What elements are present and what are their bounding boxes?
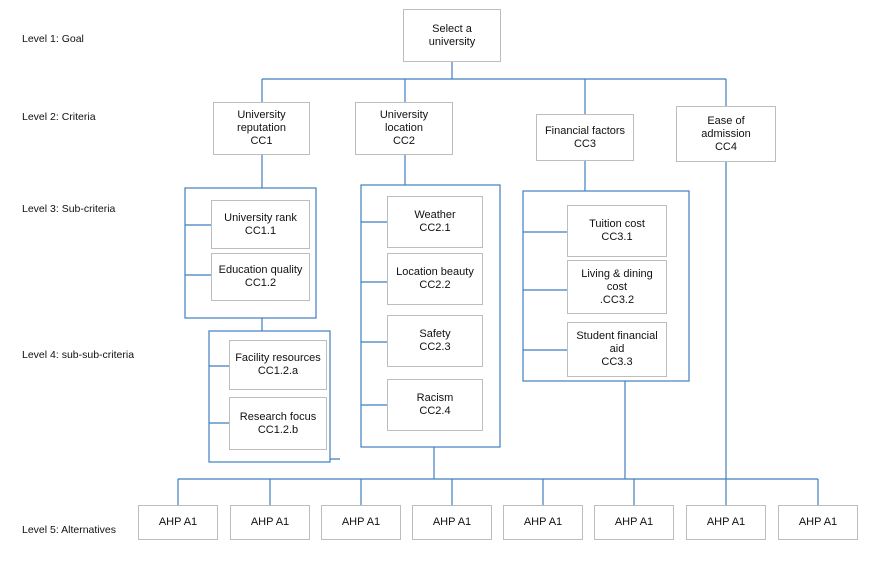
alternative-label: AHP A1 [341,516,381,528]
node-code: CC1.2.b [257,423,299,436]
alternative-node: AHP A1 [686,505,766,540]
level-3-label: Level 3: Sub-criteria [22,203,116,215]
node-code: CC3.3 [601,356,633,368]
cc12-group-frame [208,330,331,463]
level-4-label: Level 4: sub-sub-criteria [22,349,135,361]
cc1-group-frame [184,187,317,319]
node-code: CC2.2 [419,279,451,291]
alternative-label: AHP A1 [614,516,654,528]
alternative-label: AHP A1 [432,516,472,528]
subcriterion-node-cc2-4: Racism CC2.4 [387,379,483,431]
criterion-line-2: admission [701,127,751,140]
subcriterion-node-cc3-1: Tuition cost CC3.1 [567,205,667,257]
node-code: CC2.3 [419,341,451,353]
alternative-label: AHP A1 [798,516,838,528]
cc1-sub-connector [185,224,211,276]
subcriterion-node-cc1-1: University rank CC1.1 [211,200,310,249]
goal-connector [261,61,727,114]
criterion-line-1: University [237,109,286,121]
goal-line-1: Select a [432,22,472,35]
criterion-code: CC4 [714,140,737,153]
node-label: Facility resources [235,352,321,364]
criterion-line-2: reputation [237,122,286,134]
level-2-label: Level 2: Criteria [22,111,96,123]
alternative-label: AHP A1 [523,516,563,528]
level-5-label: Level 5: Alternatives [22,524,116,536]
node-label: Racism [416,392,454,404]
subsubcriterion-node-cc1-2-a: Facility resources CC1.2.a [229,340,327,390]
alternative-label: AHP A1 [158,516,198,528]
alternative-label: AHP A1 [706,516,746,528]
node-code: CC1.2.a [257,365,299,377]
criterion-node-cc2: University location CC2 [355,102,453,155]
node-code: .CC3.2 [599,293,635,306]
node-label: Research focus [239,410,317,423]
node-label: Weather [414,209,456,221]
criterion-code: CC2 [392,135,415,147]
alternative-node: AHP A1 [778,505,858,540]
criterion-node-cc1: University reputation CC1 [213,102,310,155]
subcriterion-node-cc3-2: Living & dining cost .CC3.2 [567,260,667,314]
node-label-2: aid [609,343,625,355]
alternative-node: AHP A1 [594,505,674,540]
criterion-line-1: Ease of [707,114,745,127]
level-1-label: Level 1: Goal [22,33,84,45]
criterion-node-cc3: Financial factors CC3 [536,114,634,161]
node-label: Education quality [218,264,303,276]
cc2-sub-connector [361,221,387,406]
criterion-code: CC3 [573,137,596,150]
alternative-node: AHP A1 [503,505,583,540]
criterion-node-cc4: Ease of admission CC4 [676,106,776,162]
node-label: Student financial [576,330,658,342]
criterion-line-1: Financial factors [544,124,626,137]
subcriterion-node-cc2-3: Safety CC2.3 [387,315,483,367]
node-code: CC2.1 [419,222,451,234]
alternative-node: AHP A1 [321,505,401,540]
node-label: Tuition cost [589,218,645,230]
cc2-group-frame [360,184,501,448]
criterion-code: CC1 [250,135,273,147]
criterion-line-2: location [385,122,423,134]
goal-node: Select a university [403,9,501,62]
goal-line-2: university [428,35,476,48]
node-label: Living & dining [581,267,653,280]
node-code: CC2.4 [419,405,451,417]
subcriterion-node-cc2-2: Location beauty CC2.2 [387,253,483,305]
alternative-node: AHP A1 [412,505,492,540]
node-label-2: cost [606,280,628,293]
subcriterion-node-cc2-1: Weather CC2.1 [387,196,483,248]
subsubcriterion-node-cc1-2-b: Research focus CC1.2.b [229,397,327,450]
node-code: CC1.1 [244,224,277,237]
alternative-label: AHP A1 [250,516,290,528]
cc12-sub-connector [209,365,340,460]
subcriterion-node-cc1-2: Education quality CC1.2 [211,253,310,301]
subcriterion-node-cc3-3: Student financial aid CC3.3 [567,322,667,377]
node-label: University rank [224,211,297,224]
node-label: Safety [419,328,451,340]
node-code: CC3.1 [601,231,633,243]
node-code: CC1.2 [244,277,277,289]
criterion-line-1: University [379,109,429,121]
alternative-node: AHP A1 [230,505,310,540]
cc3-group-frame [522,190,690,382]
alternative-node: AHP A1 [138,505,218,540]
node-label: Location beauty [396,266,474,278]
cc3-sub-connector [523,231,567,351]
alternatives-connector [177,162,819,505]
